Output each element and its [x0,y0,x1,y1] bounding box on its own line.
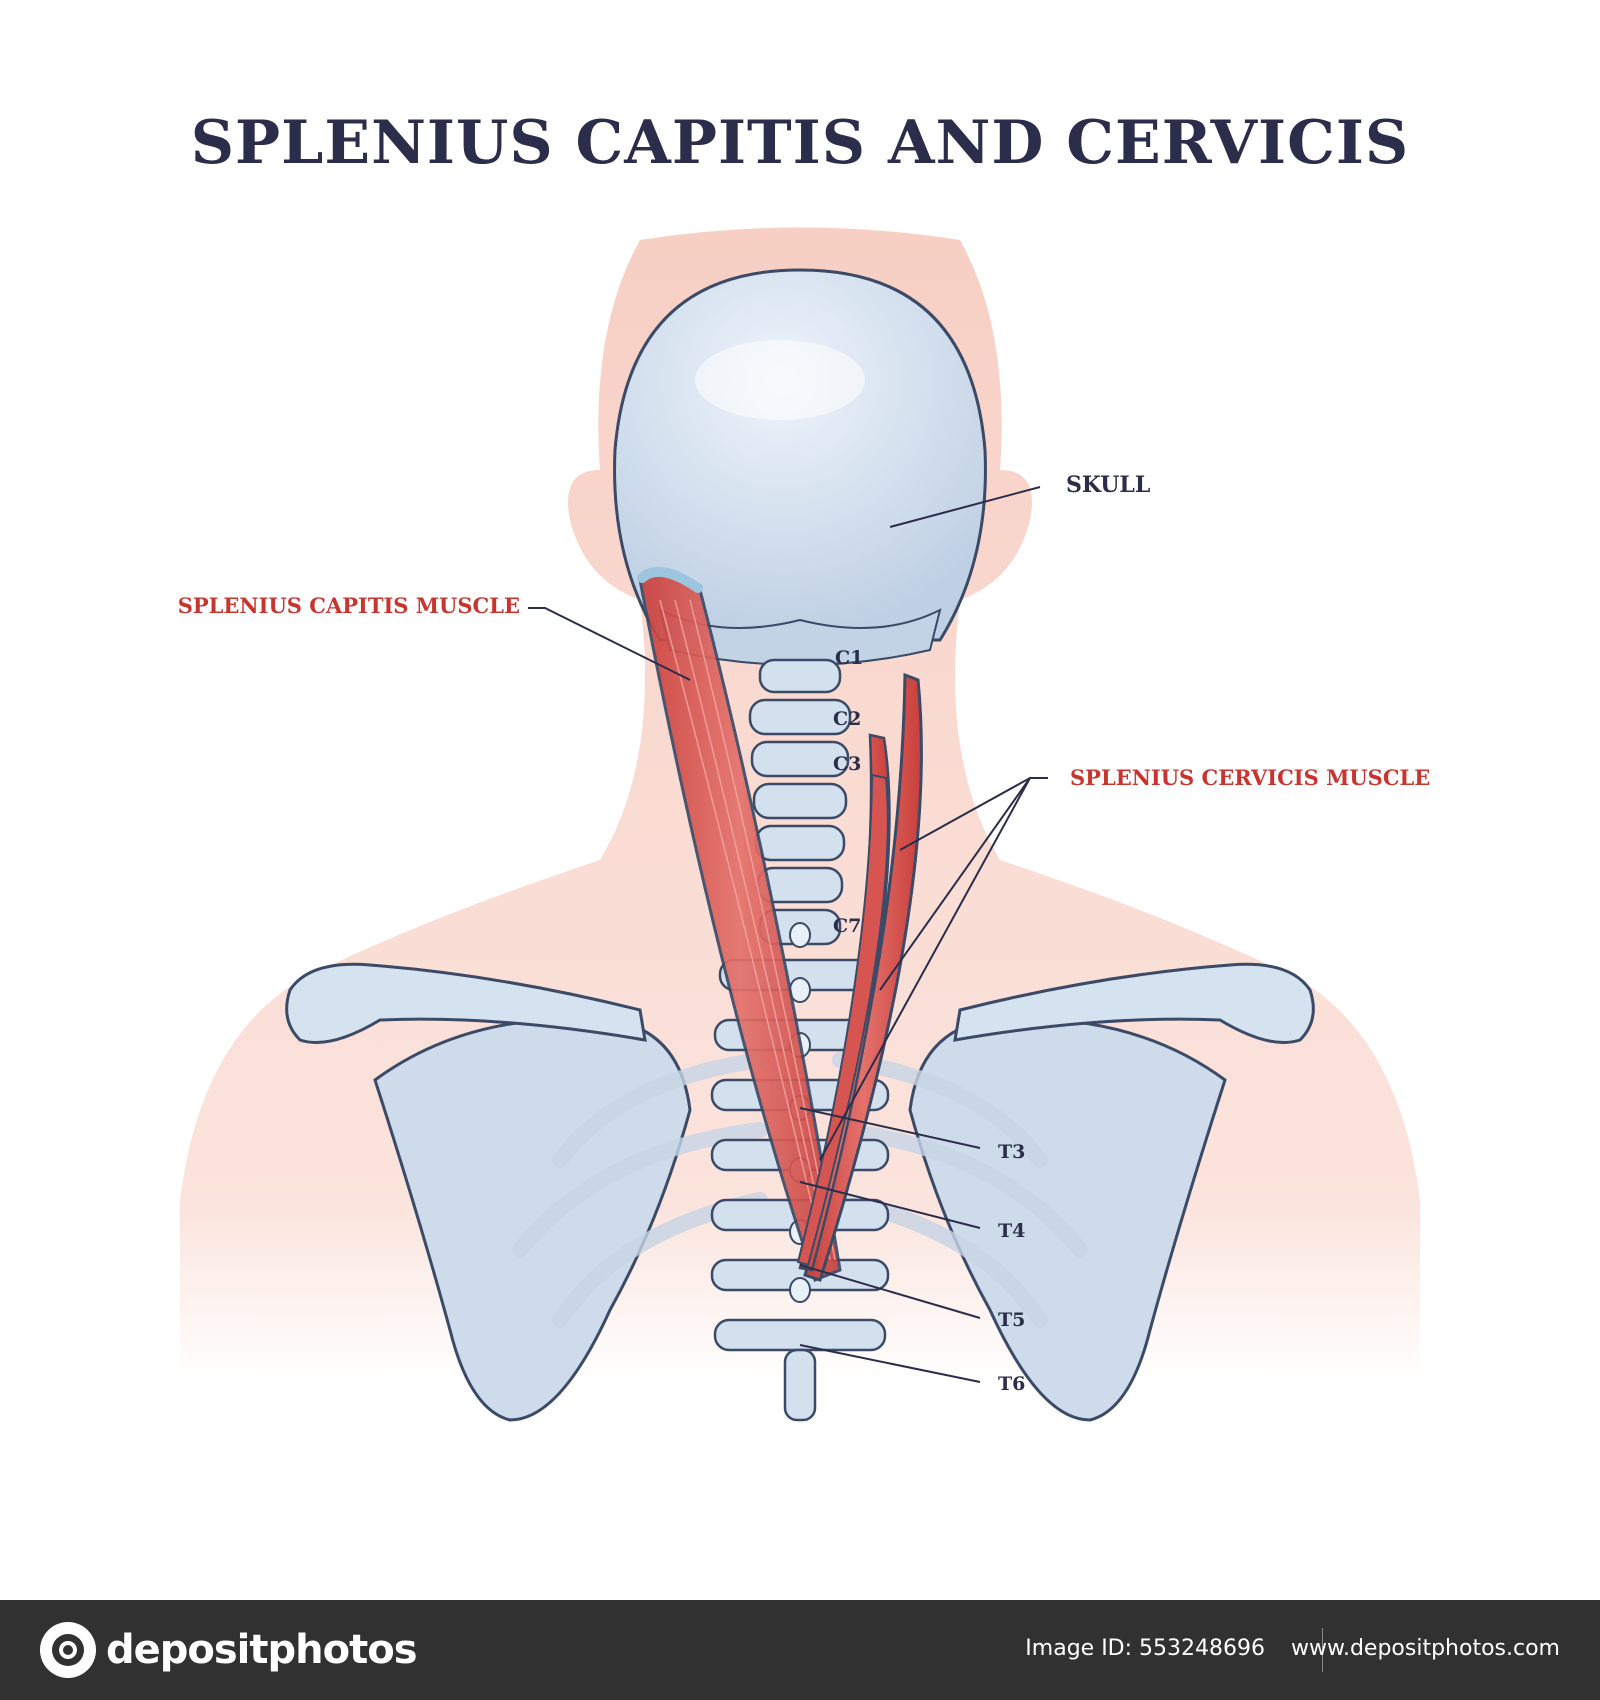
camera-lens-icon [40,1622,96,1678]
t5-leader [799,1264,981,1319]
brand-logo: depositphotos [40,1622,418,1678]
label-c1: C1 [835,647,863,669]
brand-name: depositphotos [106,1627,418,1673]
label-c2: C2 [833,708,861,730]
footer-divider [1322,1628,1323,1672]
label-t4: T4 [998,1220,1025,1242]
cervicis-leader-3 [819,777,1031,1161]
skull-leader [889,486,1041,528]
watermark-footer: depositphotos Image ID: 553248696 www.de… [0,1600,1600,1700]
anatomy-illustration: SKULL SPLENIUS CAPITIS MUSCLE SPLENIUS C… [178,227,1430,1422]
label-t5: T5 [998,1309,1025,1331]
capitis-fibers [659,599,836,1261]
cervicis-leader-2 [879,777,1031,991]
right-clavicle [953,962,1315,1044]
capitis-leader [528,607,691,681]
label-splenius-capitis: SPLENIUS CAPITIS MUSCLE [178,593,520,618]
t4-leader [799,1181,981,1229]
label-c7: C7 [833,915,861,937]
label-c3: C3 [833,753,861,775]
skull-highlight [695,340,865,420]
leader-lines [528,486,1048,1383]
left-clavicle [285,962,647,1044]
site-url: www.depositphotos.com [1291,1636,1560,1661]
label-splenius-cervicis: SPLENIUS CERVICIS MUSCLE [1070,765,1430,790]
label-skull: SKULL [1066,472,1150,498]
splenius-cervicis-muscle-third [796,773,889,1267]
image-id: Image ID: 553248696 [1025,1636,1265,1661]
t3-leader [799,1107,981,1149]
splenius-capitis-tendon [637,567,703,593]
splenius-cervicis-muscle [803,672,923,1282]
diagram-title: SPLENIUS CAPITIS AND CERVICIS [190,108,1410,178]
label-t3: T3 [998,1141,1025,1163]
label-t6: T6 [998,1373,1025,1395]
t6-leader [799,1344,981,1383]
